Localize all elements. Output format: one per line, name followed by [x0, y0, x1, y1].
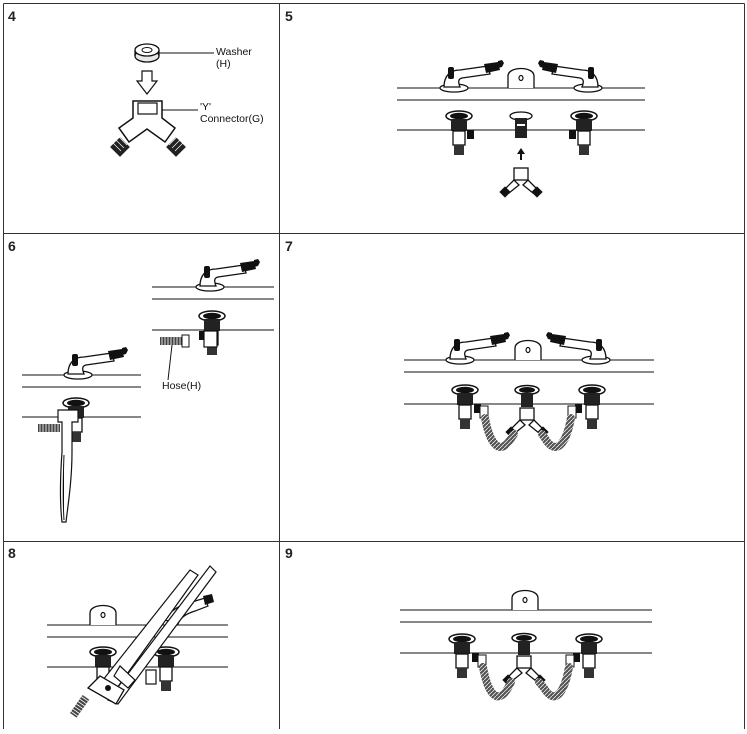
left-valve — [448, 633, 476, 679]
center-dome — [511, 589, 539, 611]
pliers — [86, 565, 217, 705]
center-dome — [507, 67, 535, 89]
panel-grid — [3, 3, 745, 729]
washer-label-line1: Washer — [216, 46, 252, 58]
wrench — [57, 409, 79, 523]
hose-end — [69, 694, 90, 718]
step-number-6: 6 — [8, 238, 16, 254]
y-connector-small — [498, 167, 544, 199]
step-number-8: 8 — [8, 545, 16, 561]
step-number-7: 7 — [285, 238, 293, 254]
right-braided-hose — [538, 414, 575, 451]
lower-hose-end — [37, 423, 61, 433]
left-braided-hose — [479, 663, 515, 701]
panel-6-illustration — [22, 258, 274, 523]
right-spout — [545, 331, 611, 365]
y-connector — [110, 100, 186, 157]
center-valve — [511, 632, 537, 655]
y-connector-label-line2: Connector(G) — [200, 113, 264, 125]
step-number-9: 9 — [285, 545, 293, 561]
panel-5-illustration — [397, 59, 645, 199]
washer-label: Washer (H) — [216, 46, 252, 70]
right-valve — [578, 384, 606, 430]
washer — [134, 43, 160, 63]
y-connector-label-line1: 'Y' — [200, 101, 212, 113]
left-braided-hose — [481, 414, 518, 451]
center-valve — [509, 111, 533, 138]
hose-end — [159, 336, 183, 346]
left-spout — [445, 331, 511, 365]
lower-spout — [63, 346, 129, 380]
y-connector-label: 'Y' Connector(G) — [200, 101, 264, 125]
right-braided-hose — [535, 663, 573, 701]
up-arrow-icon — [517, 148, 525, 160]
panel-9-illustration — [400, 589, 652, 701]
step-number-5: 5 — [285, 8, 293, 24]
right-valve — [152, 646, 180, 692]
panel-4-illustration — [110, 43, 214, 157]
washer-label-line2: (H) — [216, 58, 231, 70]
panel-8-illustration — [47, 565, 228, 718]
right-spout — [537, 59, 603, 93]
center-dome — [89, 604, 117, 626]
step-number-4: 4 — [8, 8, 16, 24]
left-spout — [439, 59, 505, 93]
down-arrow-icon — [135, 70, 159, 95]
center-dome — [514, 339, 542, 361]
hose-label: Hose(H) — [162, 380, 202, 392]
center-valve — [514, 384, 540, 407]
upper-spout — [195, 258, 261, 292]
panel-7-illustration — [404, 331, 654, 451]
